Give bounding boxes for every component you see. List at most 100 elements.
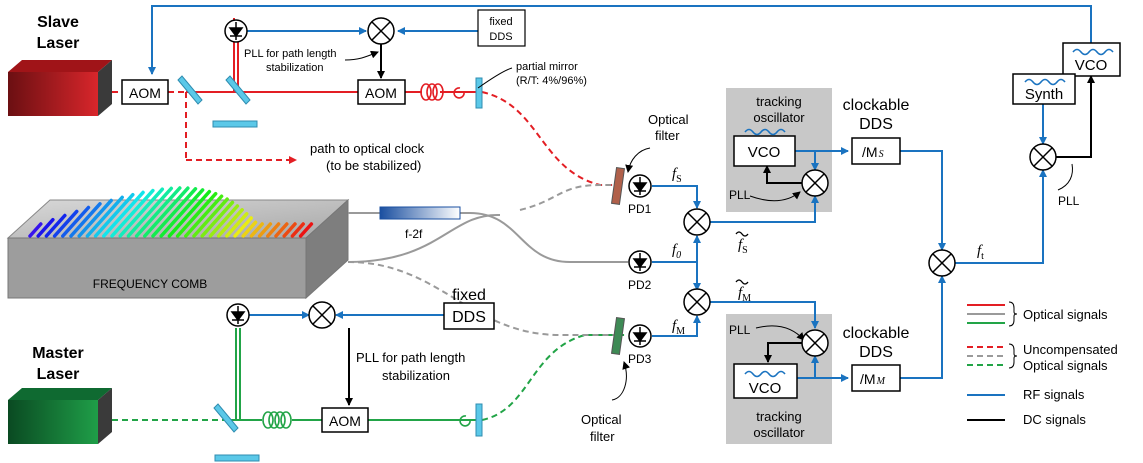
comb-line (28, 222, 43, 238)
comb-line (85, 195, 124, 238)
comb-line (151, 187, 198, 238)
svg-text:VCO: VCO (749, 380, 782, 397)
comb-line (159, 188, 205, 238)
clock-path-2: (to be stabilized) (326, 158, 421, 173)
comb-line (61, 205, 91, 238)
partial-mirror-2: (R/T: 4%/96%) (516, 75, 587, 87)
comb-line (257, 222, 273, 238)
f-2f-interferometer (379, 206, 461, 220)
comb-line (52, 209, 79, 238)
annotation-curves (344, 50, 1073, 401)
comb-label: FREQUENCY COMB (93, 277, 207, 291)
slave-retro-arrow-icon (453, 87, 465, 99)
mixer-icon (308, 301, 336, 329)
comb-line (36, 217, 55, 238)
comb-line (175, 191, 218, 238)
photodiode-icon (628, 250, 652, 274)
pd1-label: PD1 (628, 202, 652, 216)
comb-line (208, 204, 240, 238)
pd2-label: PD2 (628, 278, 652, 292)
optical-filter-top (610, 167, 626, 205)
fixed-dds-top: fixed DDS (477, 9, 526, 47)
comb-optical-path (347, 184, 628, 336)
vco-output: VCO (1062, 42, 1121, 77)
pd3-label: PD3 (628, 352, 652, 366)
tracking-osc-top-1: tracking (756, 94, 802, 109)
rf-lines (148, 5, 1092, 382)
tracking-osc-bot-1: tracking (756, 409, 802, 424)
svg-text:Synth: Synth (1025, 86, 1063, 103)
fs-tilde-label: fS (738, 237, 748, 256)
comb-line (44, 213, 67, 238)
svg-text:DDS: DDS (489, 31, 512, 43)
photodiodes (224, 19, 652, 348)
vco-tracking-top: VCO (733, 128, 796, 167)
comb-line (266, 222, 281, 238)
comb-line (249, 222, 264, 238)
svg-text:/MM: /MM (860, 371, 886, 387)
slave-laser-label-2: Laser (37, 35, 80, 52)
mixer-icon (801, 169, 829, 197)
optical-filter-bot-2: filter (590, 429, 615, 444)
svg-text:VCO: VCO (748, 144, 781, 161)
pll-path-top-1: PLL for path length (244, 48, 337, 60)
master-fiber-coil (262, 411, 292, 429)
mixer-icon (367, 17, 395, 45)
sine-wave-icon (1024, 78, 1066, 86)
clockable-top-1: clockable (843, 97, 910, 114)
svg-text:AOM: AOM (129, 85, 161, 101)
svg-text:AOM: AOM (329, 413, 361, 429)
optical-filter-bot-1: Optical (581, 412, 622, 427)
comb-line (143, 186, 190, 238)
comb-line (118, 187, 165, 238)
svg-text:fixed: fixed (489, 16, 512, 28)
svg-text:/MS: /MS (862, 144, 884, 160)
svg-text:AOM: AOM (365, 85, 397, 101)
comb-line (93, 192, 135, 238)
vco-tracking-bottom: VCO (733, 363, 798, 399)
divider-mm: /MM (851, 364, 901, 392)
tilde-mark (735, 231, 749, 237)
divider-ms: /MS (851, 137, 901, 165)
master-retro-arrow-icon (459, 415, 471, 427)
mixer-icon (801, 329, 829, 357)
mixer-icon (928, 249, 956, 277)
slave-laser-label-1: Slave (37, 14, 79, 31)
aom-slave-2: AOM (357, 79, 406, 105)
fs-label: fS (672, 166, 682, 185)
master-optical-path (112, 328, 625, 421)
pll-top: PLL (729, 188, 751, 202)
comb-spectrum-lines (28, 186, 314, 238)
photodiode-icon (224, 19, 248, 43)
comb-line (233, 216, 253, 238)
sine-wave-icon (744, 128, 786, 136)
slave-laser (8, 60, 112, 116)
slave-fiber-coil (420, 83, 444, 101)
sine-wave-icon (744, 370, 786, 378)
optical-filter-bottom (610, 317, 626, 355)
comb-line (274, 222, 289, 238)
legend-optical: Optical signals (1023, 307, 1108, 322)
f0-label: f0 (672, 242, 681, 261)
comb-line (241, 220, 258, 238)
tracking-osc-top-2: oscillator (753, 110, 805, 125)
legend-uncomp-2: Optical signals (1023, 358, 1108, 373)
mixers (308, 17, 1057, 357)
fixed-dds-bottom: DDS (443, 302, 495, 330)
comb-line (184, 194, 224, 238)
photodiode-icon (628, 324, 652, 348)
pll-bottom: PLL (729, 323, 751, 337)
sine-wave-icon (1072, 48, 1114, 56)
comb-line (192, 197, 229, 238)
comb-line (77, 198, 113, 238)
tilde-mark (735, 279, 749, 285)
clockable-bot-1: clockable (843, 325, 910, 342)
aom-master: AOM (321, 407, 369, 433)
comb-line (167, 189, 212, 238)
comb-line (110, 188, 155, 238)
mirrors (177, 75, 483, 462)
tracking-osc-bot-2: oscillator (753, 425, 805, 440)
comb-line (200, 200, 235, 238)
legend-dc: DC signals (1023, 412, 1086, 427)
frequency-comb (6, 186, 350, 300)
